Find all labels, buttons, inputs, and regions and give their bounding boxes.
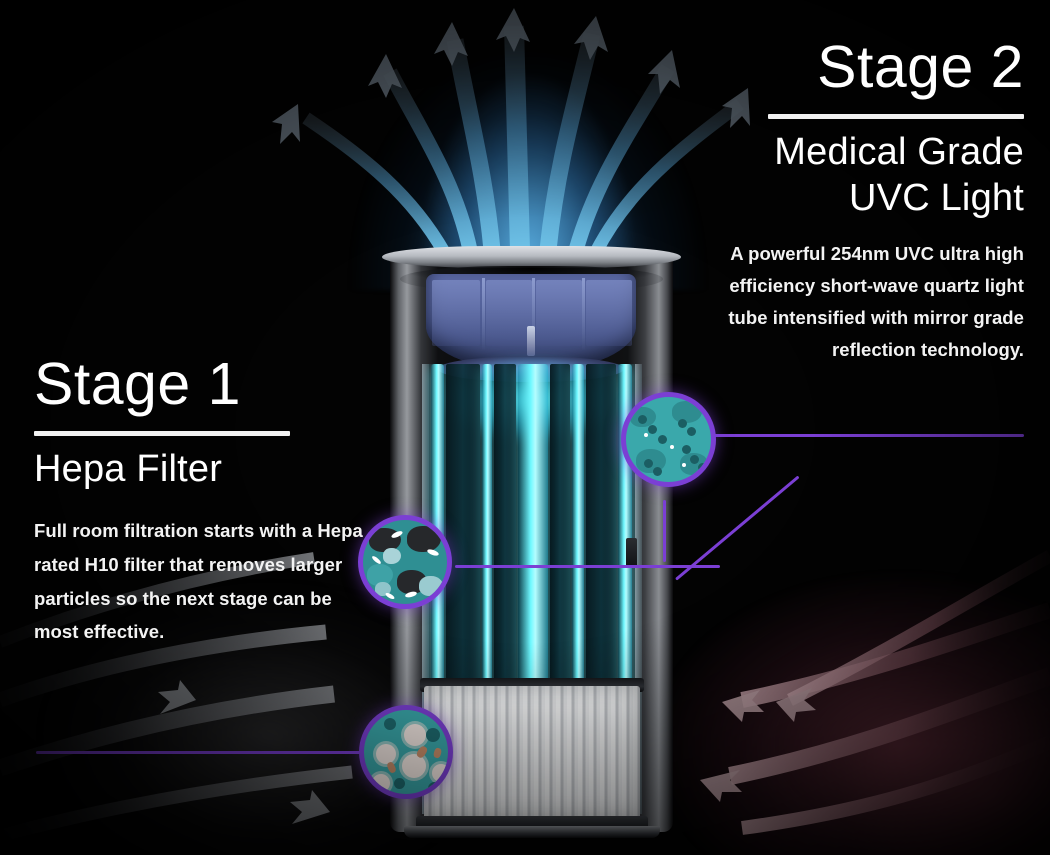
stage-two-panel: Stage 2 Medical Grade UVC Light A powerf… <box>694 38 1024 366</box>
stage-two-title: Stage 2 <box>817 34 1024 100</box>
stage-two-divider <box>768 114 1024 119</box>
stage-one-panel: Stage 1 Hepa Filter Full room filtration… <box>34 355 364 649</box>
stage-one-subtitle: Hepa Filter <box>34 448 223 490</box>
stage-two-subtitle: Medical Grade UVC Light <box>694 129 1024 222</box>
stage-one-body: Full room filtration starts with a Hepa … <box>34 520 363 643</box>
stage-two-subtitle-line1: Medical Grade <box>774 131 1024 173</box>
stage-one-divider <box>34 431 290 436</box>
stage-one-title: Stage 1 <box>34 351 241 417</box>
stage-two-body: A powerful 254nm UVC ultra high efficien… <box>728 242 1024 361</box>
stage-two-subtitle-line2: UVC Light <box>849 177 1024 220</box>
